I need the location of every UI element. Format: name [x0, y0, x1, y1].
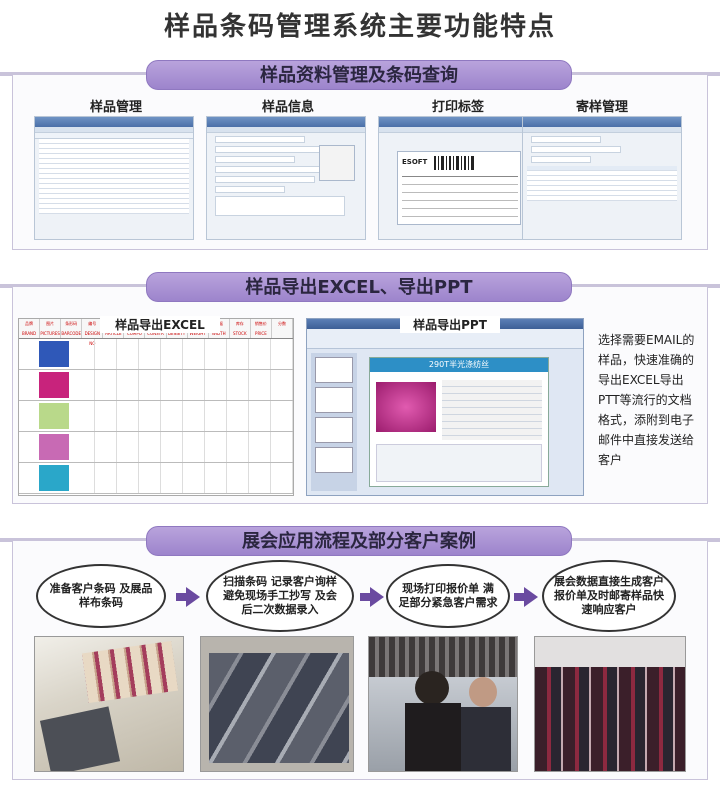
thumb-label-sample-info: 样品信息 — [261, 100, 314, 115]
export-description: 选择需要EMAIL的样品，快速准确的导出EXCEL导出PTT等流行的文档格式，添… — [598, 333, 695, 467]
excel-caption: 样品导出EXCEL — [100, 316, 220, 333]
photo-exhibition-fabrics — [534, 636, 686, 772]
excel-row — [19, 463, 293, 494]
photo-barcode-samples — [34, 636, 184, 772]
section2-banner: 样品导出EXCEL、导出PPT — [146, 272, 572, 302]
excel-column-header: 品牌 BRAND — [19, 319, 41, 338]
page-title: 样品条码管理系统主要功能特点 — [163, 12, 556, 42]
excel-row — [19, 432, 293, 463]
excel-row — [19, 339, 293, 370]
fabric-swatch — [39, 403, 69, 429]
excel-column-header: 销售价 PRICE — [251, 319, 272, 338]
step-bubble-4: 展会数据直接生成客户报价单及时邮寄样品快速响应客户 — [542, 560, 676, 632]
arrow-right-icon — [186, 587, 200, 607]
fabric-swatch — [39, 465, 69, 491]
arrow-right-icon — [514, 593, 524, 601]
screenshot-sample-info — [206, 116, 366, 240]
excel-column-header: 图片 PICTURES — [40, 319, 62, 338]
label-brand: ESOFT — [402, 158, 428, 166]
thumb-label-send-sample: 寄样管理 — [575, 100, 628, 115]
arrow-right-icon — [176, 593, 186, 601]
ppt-slide-title: 290T半光涤纺丝 — [370, 358, 548, 372]
thumb-label-print-label: 打印标签 — [431, 100, 484, 115]
screenshot-sample-manage — [34, 116, 194, 240]
section3-banner: 展会应用流程及部分客户案例 — [146, 526, 572, 556]
excel-rows — [19, 339, 293, 494]
fabric-swatch — [39, 372, 69, 398]
screenshot-print-label: ESOFT — [378, 116, 538, 240]
excel-row — [19, 370, 293, 401]
step-bubble-1: 准备客户条码 及展品样布条码 — [36, 564, 166, 628]
ppt-caption: 样品导出PPT — [400, 316, 500, 333]
excel-column-header: 分数 — [272, 319, 293, 338]
arrow-right-icon — [524, 587, 538, 607]
photo-scanning-fabric — [200, 636, 354, 772]
excel-row — [19, 401, 293, 432]
arrow-right-icon — [370, 587, 384, 607]
excel-column-header: 条形码 BARCODE — [61, 319, 83, 338]
step-bubble-3: 现场打印报价单 满足部分紧急客户需求 — [386, 564, 510, 628]
step-bubble-2: 扫描条码 记录客户询样 避免现场手工抄写 及会后二次数据录入 — [206, 560, 354, 632]
excel-column-header: 库存 STOCK — [230, 319, 251, 338]
ppt-export-preview: 290T半光涤纺丝 — [306, 318, 584, 496]
photo-onsite-quotation — [368, 636, 518, 772]
screenshot-send-sample — [522, 116, 682, 240]
section1-banner: 样品资料管理及条码查询 — [146, 60, 572, 90]
fabric-swatch — [39, 341, 69, 367]
thumb-label-sample-manage: 样品管理 — [89, 100, 142, 115]
fabric-swatch — [39, 434, 69, 460]
arrow-right-icon — [360, 593, 370, 601]
